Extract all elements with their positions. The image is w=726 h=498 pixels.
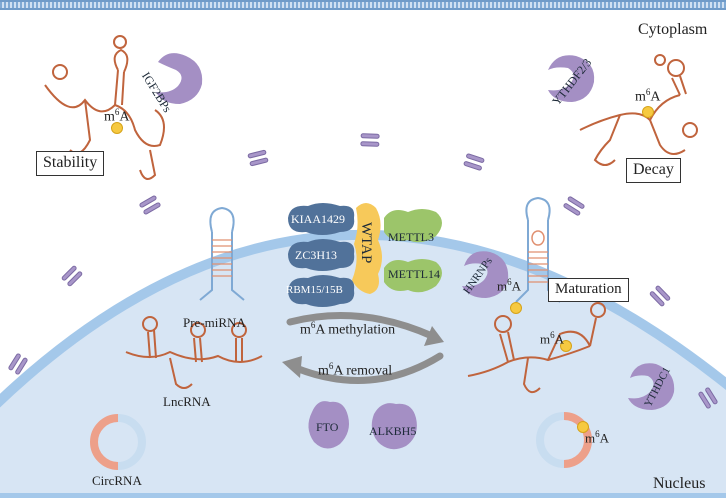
m6a-dot-circ [577,421,589,433]
mettl3-label: METTL3 [388,230,434,244]
ythdc1-protein-shape [628,363,675,410]
m6a-dot-mrna [560,340,572,352]
pre-mirna-hairpin [199,206,245,301]
kiaa1429-label: KIAA1429 [291,212,345,226]
m6a-label-maturation: m6A [497,277,522,294]
decay-rna [579,54,698,166]
fto-protein-shape [308,401,349,449]
circrna-label: CircRNA [92,473,142,488]
hnrnps-protein-shape [462,251,509,298]
maturation-label: Maturation [548,278,629,302]
nucleus-label: Nucleus [653,475,706,492]
mettl-subunits [384,209,442,293]
igf2bps-protein-shape [156,53,203,104]
wtap-subunit [352,203,382,294]
cytoplasm-label: Cytoplasm [638,21,708,38]
decay-label: Decay [626,158,681,183]
fto-label: FTO [316,420,339,434]
m6a-dot-stability [111,122,123,134]
m6a-label-decay: m6A [635,87,661,105]
pre-mirna-label: Pre-miRNA [183,315,246,330]
nuclear-pores [8,133,718,409]
lncrna-structure [125,316,263,389]
writer-blue-subunits [288,203,355,307]
removal-arrow [282,352,444,384]
nuclear-mrna [467,302,606,394]
stability-label: Stability [36,151,105,176]
cell-membrane [0,0,726,10]
writer-complex [288,203,442,307]
zc3h13-label: ZC3H13 [295,248,337,262]
methylation-label: m6A methylation [300,320,396,338]
wtap-label: WTAP [358,222,374,264]
m6a-label-circ: m6A [585,429,610,446]
removal-label: m6A removal [318,361,393,379]
stability-rna [44,35,165,180]
m6a-label-mrna: m6A [540,330,565,347]
ythdf-protein-shape [548,55,595,102]
circrna-m6a-ring [536,412,592,468]
m6a-dot-maturation [510,302,522,314]
m6a-dot-decay [642,106,654,118]
m6a-label-stability: m6A [104,107,130,125]
circrna-ring [90,414,146,470]
methylation-arrow [286,312,444,346]
mettl14-label: METTL14 [388,267,440,281]
alkbh5-label: ALKBH5 [369,424,417,438]
alkbh5-protein-shape [371,403,417,450]
lncrna-label: LncRNA [163,394,211,409]
rbm15-label: RBM15/15B [286,284,343,296]
